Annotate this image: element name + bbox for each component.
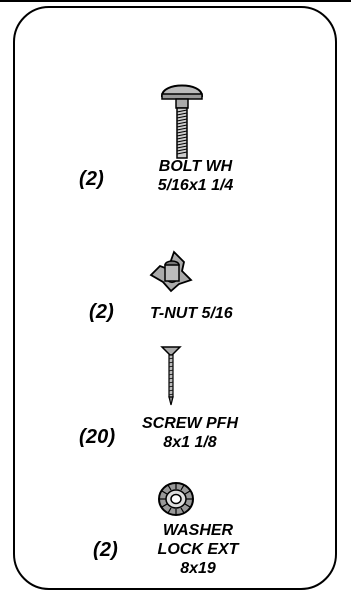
screw-icon [160, 346, 182, 406]
washer-type: LOCK EXT [157, 541, 239, 558]
washer-quantity: (2) [93, 539, 119, 561]
washer-label: WASHER LOCK EXT 8x19 [150, 521, 246, 578]
bolt-quantity: (2) [79, 168, 105, 190]
washer-size: 8x19 [180, 560, 216, 577]
bolt-label: BOLT WH 5/16x1 1/4 [143, 157, 248, 195]
bolt-icon [160, 84, 204, 159]
screw-label: SCREW PFH 8x1 1/8 [134, 414, 246, 452]
screw-quantity: (20) [79, 426, 116, 448]
screw-size: 8x1 1/8 [163, 434, 217, 451]
t-nut-label: T-NUT 5/16 [150, 304, 266, 323]
t-nut-icon [149, 250, 193, 293]
t-nut-name: T-NUT 5/16 [150, 305, 233, 322]
bolt-size: 5/16x1 1/4 [157, 177, 234, 194]
bolt-name: BOLT WH [158, 158, 233, 175]
washer-name: WASHER [162, 522, 234, 539]
top-rule [0, 0, 351, 2]
t-nut-quantity: (2) [89, 301, 115, 323]
screw-name: SCREW PFH [142, 415, 238, 432]
lock-washer-icon [158, 482, 194, 516]
